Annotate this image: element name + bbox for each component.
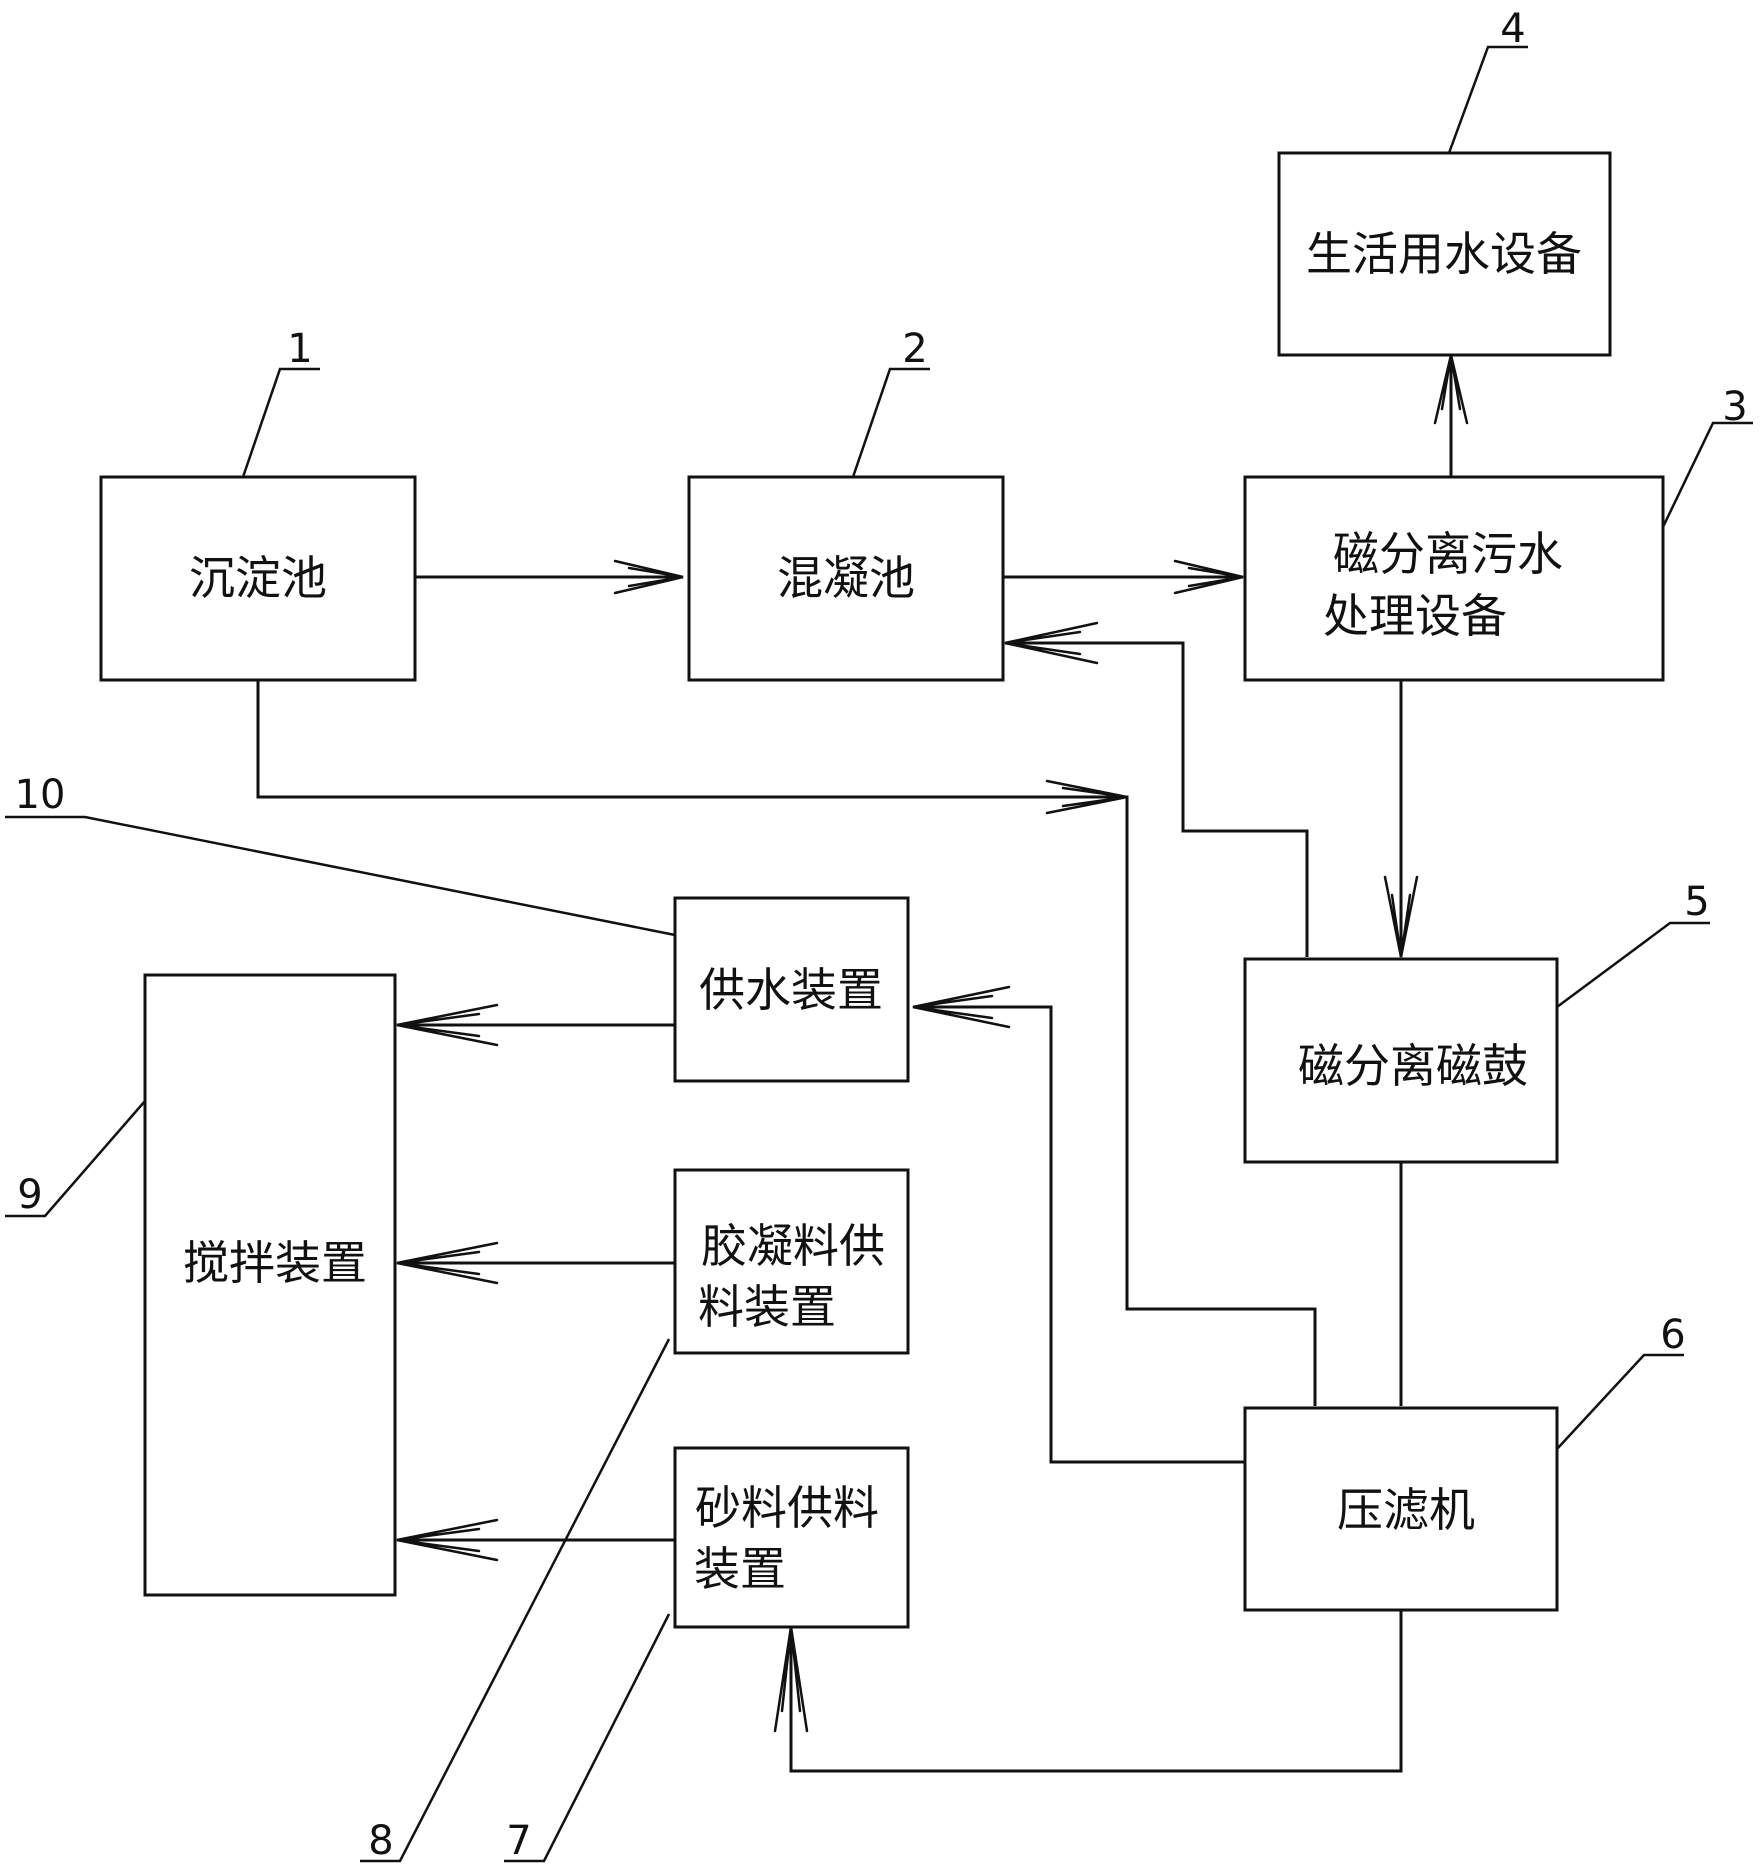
box-sand-feeder: 砂料供料 装置 7 xyxy=(506,1446,910,1864)
leader-6 xyxy=(1556,1353,1684,1450)
leader-2 xyxy=(851,367,930,478)
box-coagulation-tank: 混凝池 2 xyxy=(687,326,1005,682)
box-coagulation-tank-label: 混凝池 xyxy=(777,551,915,605)
box-water-supply-label: 供水装置 xyxy=(699,963,883,1017)
box-filter-press-id: 6 xyxy=(1660,1312,1685,1358)
arrowhead-into-drum xyxy=(1383,875,1419,958)
box-mixer-id: 9 xyxy=(17,1172,42,1218)
connector-filter-press-to-water-supply xyxy=(913,1005,1245,1464)
box-binder-feeder-id: 8 xyxy=(368,1818,393,1864)
box-mixer: 搅拌装置 9 xyxy=(17,973,397,1597)
leader-lines xyxy=(5,45,1753,1863)
box-magnetic-separation-equipment-id: 3 xyxy=(1722,384,1747,430)
connector-sedimentation-to-filter-press xyxy=(256,680,1317,1406)
arrowhead-sedimentation-line xyxy=(1045,779,1128,815)
box-mixer-label: 搅拌装置 xyxy=(183,1236,367,1290)
leader-9 xyxy=(5,1100,146,1218)
box-magnetic-drum: 磁分离磁鼓 5 xyxy=(1243,879,1710,1164)
leader-10 xyxy=(5,815,676,937)
box-sand-feeder-id: 7 xyxy=(506,1818,531,1864)
box-binder-feeder-line-1: 胶凝料供 xyxy=(701,1219,885,1273)
leader-4 xyxy=(1447,45,1528,154)
box-binder-feeder: 胶凝料供 料装置 8 xyxy=(368,1168,910,1864)
box-sedimentation-tank-id: 1 xyxy=(287,326,312,372)
leader-1 xyxy=(241,367,320,478)
arrowhead-into-coagulation xyxy=(613,559,684,595)
arrowhead-water-into-mixer xyxy=(396,1003,499,1047)
box-water-supply: 供水装置 10 xyxy=(15,772,910,1083)
box-domestic-water-equipment-id: 4 xyxy=(1500,6,1525,52)
box-magnetic-drum-label: 磁分离磁鼓 xyxy=(1298,1039,1528,1093)
connector-drum-to-coagulation xyxy=(1005,641,1309,957)
box-sedimentation-tank: 沉淀池 1 xyxy=(99,326,417,682)
arrowhead-return-into-coagulation xyxy=(1004,621,1099,665)
arrowhead-into-magnetic-equipment xyxy=(1173,559,1244,595)
box-sand-feeder-line-1: 砂料供料 xyxy=(695,1481,879,1535)
box-filter-press-label: 压滤机 xyxy=(1337,1483,1475,1537)
connection-lines xyxy=(256,355,1453,1773)
box-sedimentation-tank-label: 沉淀池 xyxy=(189,551,327,605)
box-coagulation-tank-id: 2 xyxy=(902,326,927,372)
box-water-supply-id: 10 xyxy=(15,772,66,818)
leader-8 xyxy=(360,1338,671,1863)
box-filter-press: 压滤机 6 xyxy=(1243,1312,1686,1612)
leader-3 xyxy=(1661,421,1753,528)
arrowhead-sand-into-mixer xyxy=(396,1518,499,1562)
box-binder-feeder-line-2: 料装置 xyxy=(698,1280,836,1334)
box-domestic-water-equipment-label: 生活用水设备 xyxy=(1306,227,1582,281)
arrowhead-into-water-supply xyxy=(912,985,1011,1029)
box-magnetic-separation-equipment: 磁分离污水 处理设备 3 xyxy=(1243,384,1748,682)
leader-5 xyxy=(1556,921,1710,1009)
box-sand-feeder-line-2: 装置 xyxy=(694,1542,786,1596)
connector-filter-press-to-sand-feeder xyxy=(789,1610,1403,1773)
leader-7 xyxy=(504,1613,671,1863)
box-domestic-water-equipment: 生活用水设备 4 xyxy=(1277,6,1612,357)
arrowhead-binder-into-mixer xyxy=(396,1241,499,1285)
box-magnetic-separation-equipment-line-2: 处理设备 xyxy=(1323,589,1507,643)
box-magnetic-separation-equipment-line-1: 磁分离污水 xyxy=(1333,527,1563,581)
box-magnetic-drum-id: 5 xyxy=(1684,879,1709,925)
